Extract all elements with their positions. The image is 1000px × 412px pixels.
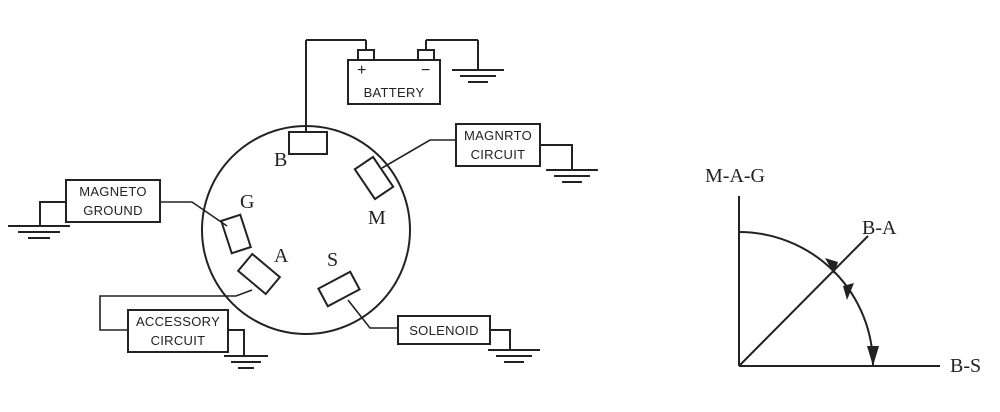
battery-ground-icon (452, 69, 504, 83)
battery-minus-sign: − (421, 62, 430, 79)
battery-plus-sign: + (357, 62, 366, 79)
position-b-a-label: B-A (862, 217, 897, 239)
terminal-b-label: B (274, 149, 287, 171)
battery-negative-post (417, 49, 435, 61)
terminal-m (353, 155, 395, 201)
accessory-circuit-label-line2: CIRCUIT (151, 333, 206, 348)
accessory-circuit-box (127, 309, 229, 353)
terminal-s (317, 270, 361, 308)
battery-positive-post (357, 49, 375, 61)
magneto-circuit-ground-icon (546, 169, 598, 183)
position-b-s-label: B-S (950, 355, 981, 377)
position-m-a-g-label: M-A-G (705, 165, 765, 187)
magneto-ground-ground-icon (8, 225, 70, 239)
diagonal-axis (738, 235, 869, 367)
terminal-a (236, 252, 282, 296)
magneto-ground-label-line1: MAGNETO (79, 184, 147, 199)
solenoid-box (397, 315, 491, 345)
battery-body (347, 59, 441, 105)
magneto-circuit: MAGNRTO CIRCUIT (381, 123, 598, 183)
terminal-a-label: A (274, 245, 289, 267)
battery-label: BATTERY (364, 85, 425, 100)
solenoid-circuit: SOLENOID (347, 299, 540, 363)
accessory-circuit-label-line1: ACCESSORY (136, 314, 220, 329)
magneto-circuit-box (455, 123, 541, 167)
magneto-ground: MAGNETO GROUND (8, 179, 228, 239)
magneto-ground-label-line2: GROUND (83, 203, 143, 218)
terminal-g-label: G (240, 191, 254, 213)
magneto-ground-box (65, 179, 161, 223)
terminal-g (219, 213, 253, 255)
magneto-circuit-label-line2: CIRCUIT (471, 147, 526, 162)
arrow-to-b-s-icon (867, 346, 879, 366)
terminal-m-label: M (368, 207, 386, 229)
solenoid-ground-icon (488, 349, 540, 363)
switch-position-chart: M-A-G B-A B-S (705, 165, 981, 377)
magneto-circuit-label-line1: MAGNRTO (464, 128, 532, 143)
solenoid-label: SOLENOID (409, 323, 479, 338)
ignition-switch-body (201, 125, 411, 335)
arrow-to-b-a-icon (825, 258, 838, 274)
accessory-circuit: ACCESSORY CIRCUIT (99, 289, 268, 369)
battery: + − BATTERY (306, 39, 504, 105)
terminal-s-label: S (327, 249, 338, 271)
accessory-circuit-ground-icon (224, 355, 268, 369)
arrow-from-b-a-icon (843, 283, 854, 300)
terminal-b (288, 131, 328, 155)
